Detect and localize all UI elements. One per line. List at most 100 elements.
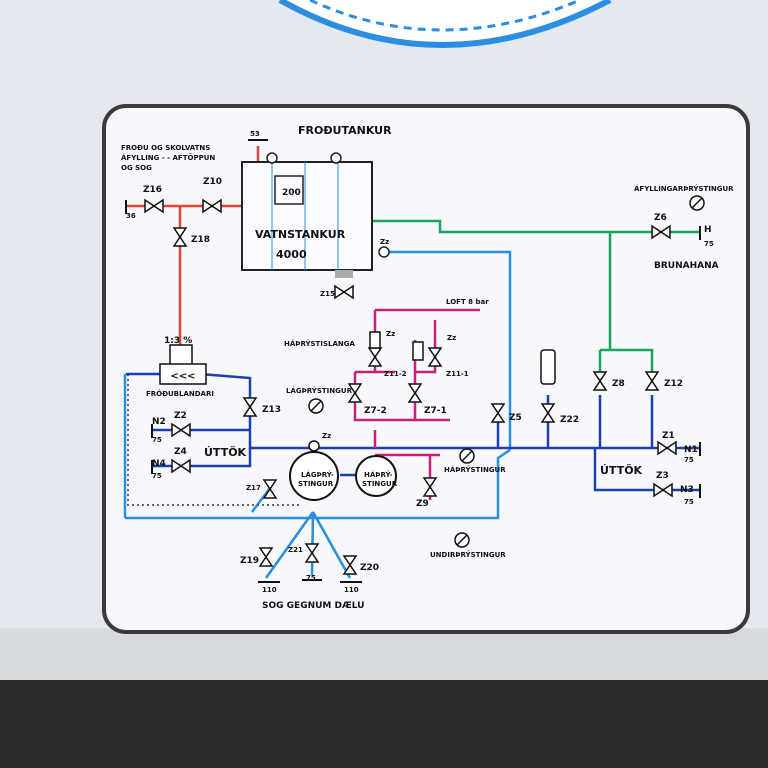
z6-label: Z6 <box>654 213 667 223</box>
zz-b-label: Zz <box>447 334 456 342</box>
z4-label: Z4 <box>174 447 187 457</box>
tank-200-label: 200 <box>282 188 301 198</box>
z20-label: Z20 <box>360 563 379 573</box>
tank-check-valve-icon <box>378 246 390 258</box>
z21-label: Z21 <box>288 546 303 554</box>
z16-label: Z16 <box>143 185 162 195</box>
frodutankur-label: FROÐUTANKUR <box>298 124 392 137</box>
size-110-b-label: 110 <box>344 586 359 594</box>
lagthry-pump-label-2: STINGUR <box>298 480 334 488</box>
size-75-n3-label: 75 <box>684 498 694 506</box>
low-pressure-pump-icon <box>289 451 339 501</box>
size-75-z21-label: 75 <box>306 574 316 582</box>
valve-z16-icon <box>144 198 164 214</box>
hose-nozzle-icon <box>412 341 424 361</box>
hathrystislanga-label: HÁÞRÝSTISLANGA <box>284 339 355 348</box>
zz-tank-label: Zz <box>380 238 389 246</box>
z18-label: Z18 <box>191 235 210 245</box>
z5-label: Z5 <box>509 413 522 423</box>
gauge-icons <box>308 195 705 548</box>
size-75-n1-label: 75 <box>684 456 694 464</box>
z13-label: Z13 <box>262 405 281 415</box>
water-tank <box>241 161 373 278</box>
ratio-label: 1:3 % <box>164 336 192 346</box>
z10-label: Z10 <box>203 177 222 187</box>
zz-a-label: Zz <box>386 330 395 338</box>
vatnstankur-label: VATNSTANKUR <box>255 228 346 241</box>
valve-z9-icon <box>422 477 438 497</box>
size-75-n4-label: 75 <box>152 472 162 480</box>
uttok-right-label: ÚTTÖK <box>600 463 643 477</box>
h-label: H <box>704 225 712 235</box>
valve-z13-icon <box>242 397 258 417</box>
pumps <box>289 451 397 501</box>
valve-z6-icon <box>651 224 671 240</box>
frodublandari-label: FRÓÐUBLANDARI <box>146 389 214 398</box>
z15-label: Z15 <box>320 290 335 298</box>
valve-z10-icon <box>202 198 222 214</box>
z7-2-label: Z7-2 <box>364 406 387 416</box>
n1-label: N1 <box>684 445 698 455</box>
valve-z19-icon <box>258 547 274 567</box>
hose-nozzle-icon <box>369 331 381 349</box>
size-75-h-label: 75 <box>704 240 714 248</box>
size-36-label: 36 <box>126 212 136 220</box>
afylling-label: ÁFYLLINGARÞRÝSTINGUR <box>634 184 734 193</box>
tank-4000-label: 4000 <box>276 248 307 261</box>
valve-z18-icon <box>172 227 188 247</box>
top-emblem <box>278 0 612 48</box>
tank-level-gauge-icon <box>330 152 342 164</box>
hathry-pump-label-2: STINGUR <box>362 480 398 488</box>
uttok-left-label: ÚTTÖK <box>204 445 247 459</box>
valve-z5-icon <box>490 403 506 423</box>
valve-z20-icon <box>342 555 358 575</box>
valve-z11-1-icon <box>427 347 443 367</box>
fill-note-3: OG SOG <box>121 164 152 172</box>
sog-label: SOG GEGNUM DÆLU <box>262 601 364 611</box>
size-110-a-label: 110 <box>262 586 277 594</box>
z1-label: Z1 <box>662 431 675 441</box>
z3-label: Z3 <box>656 471 669 481</box>
z11-2-label: Z11-2 <box>384 370 407 378</box>
n2-label: N2 <box>152 417 166 427</box>
n4-label: N4 <box>152 459 166 469</box>
text-labels: FROÐUTANKUR VATNSTANKUR 4000 200 53 FROÐ… <box>121 124 734 611</box>
foam-dotted-line <box>127 374 300 506</box>
z11-1-label: Z11-1 <box>446 370 469 378</box>
nozzle-icons <box>369 331 556 385</box>
z9-label: Z9 <box>416 499 429 509</box>
outlet-caps <box>125 139 701 583</box>
brunahana-label: BRUNAHANA <box>654 261 719 271</box>
z19-label: Z19 <box>240 556 259 566</box>
tank-size-top-label: 53 <box>250 130 260 138</box>
z8-label: Z8 <box>612 379 625 389</box>
water-pipes <box>123 250 512 579</box>
z2-label: Z2 <box>174 411 187 421</box>
valve-z3-icon <box>653 482 673 498</box>
size-75-n2-label: 75 <box>152 436 162 444</box>
tank-level-gauge-icon <box>266 152 278 164</box>
undirthrystingur-label: UNDIRÞRÝSTINGUR <box>430 550 506 559</box>
zz-pump-label: Zz <box>322 432 331 440</box>
foam-mixer: <<< <box>159 344 207 385</box>
vehicle-bottom-trim <box>0 628 768 688</box>
hathry-pump-label-1: HÁÞRÝ- <box>364 470 392 479</box>
svg-text:<<<: <<< <box>170 371 195 382</box>
fill-note-2: ÁFYLLING - - AFTÖPPUN <box>121 153 215 162</box>
hathrystingur-label: HÁÞRÝSTINGUR <box>444 465 506 474</box>
valve-z17-icon <box>262 479 278 499</box>
lagthry-pump-label-1: LÁGÞRÝ- <box>301 470 334 479</box>
valve-z8-icon <box>592 371 608 391</box>
z7-1-label: Z7-1 <box>424 406 447 416</box>
z12-label: Z12 <box>664 379 683 389</box>
valve-z1-icon <box>657 440 677 456</box>
z17-label: Z17 <box>246 484 261 492</box>
valve-z4-icon <box>171 458 191 474</box>
valve-icons <box>144 198 677 575</box>
loft-label: LOFT 8 bar <box>446 298 489 306</box>
valve-z7-1-icon <box>407 383 423 403</box>
vehicle-underbody <box>0 680 768 768</box>
pump-check-valve-icon <box>308 440 320 452</box>
valve-z22-icon <box>540 403 556 423</box>
